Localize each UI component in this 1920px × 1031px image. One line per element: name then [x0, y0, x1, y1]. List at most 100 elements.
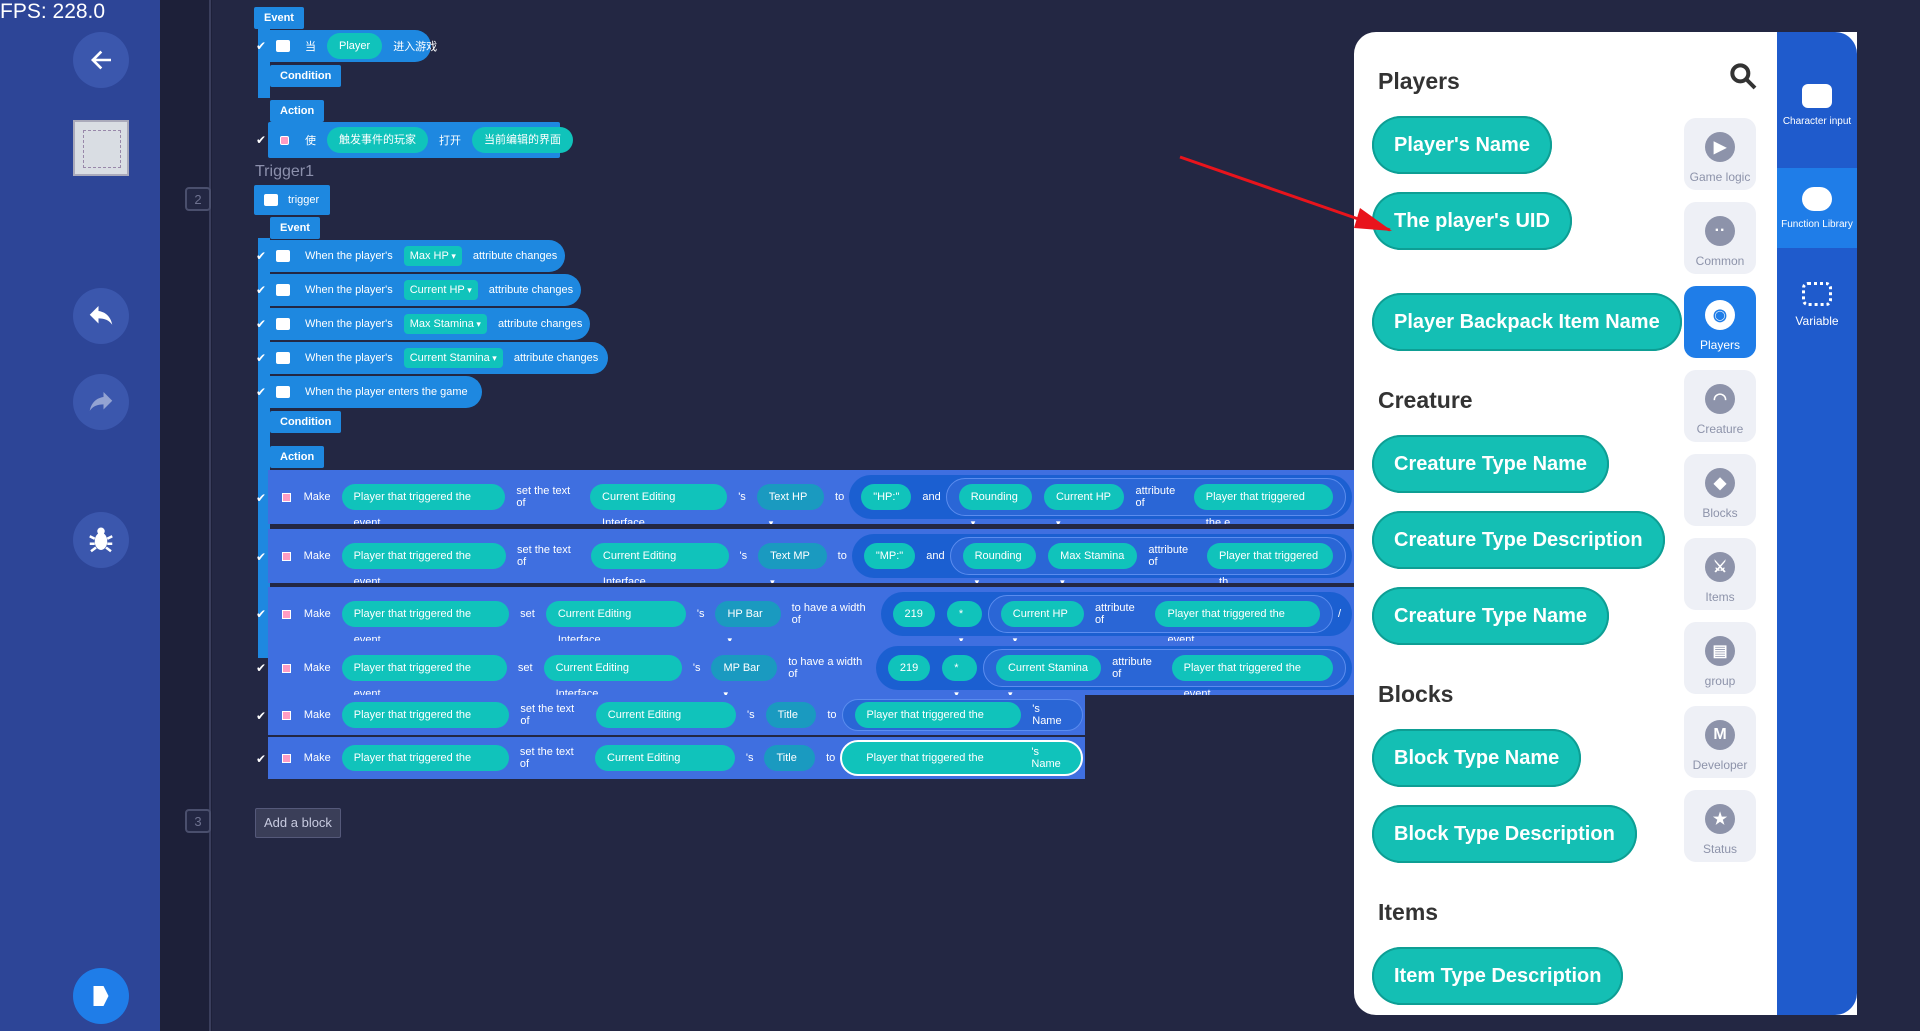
line-gutter: [160, 0, 212, 1031]
category-players[interactable]: ◉Players: [1684, 286, 1756, 358]
event-current-hp[interactable]: When the player's Current HP attribute c…: [268, 274, 581, 306]
bug-icon: [89, 527, 113, 553]
action-set-hp-text[interactable]: Make Player that triggered the event set…: [268, 470, 1354, 524]
ui-icon: [276, 250, 290, 262]
search-icon[interactable]: [1727, 60, 1759, 92]
action-set-hp-bar[interactable]: Make Player that triggered the event set…: [268, 587, 1354, 641]
sword-icon: ⚔: [1705, 552, 1735, 582]
check-icon[interactable]: ✔: [256, 607, 267, 621]
add-block-button[interactable]: Add a block: [255, 808, 341, 838]
event-max-hp[interactable]: When the player's Max HP attribute chang…: [268, 240, 565, 272]
event-enters-game[interactable]: When the player enters the game: [268, 376, 482, 408]
ui-icon: [276, 284, 290, 296]
action-icon: [282, 753, 291, 763]
line-number: 2: [185, 187, 211, 211]
fn-players-uid[interactable]: The player's UID: [1372, 192, 1572, 250]
action-set-mp-bar[interactable]: Make Player that triggered the event set…: [268, 641, 1354, 695]
group-icon: ▤: [1705, 636, 1735, 666]
redo-icon: [89, 392, 113, 411]
section-title-players: Players: [1378, 68, 1460, 94]
fn-players-name[interactable]: Player's Name: [1372, 116, 1552, 174]
check-icon[interactable]: ✔: [256, 283, 267, 297]
section-title-blocks: Blocks: [1378, 681, 1454, 707]
check-icon[interactable]: ✔: [256, 317, 267, 331]
undo-button[interactable]: [73, 288, 129, 344]
action-tag[interactable]: Action: [270, 446, 325, 468]
cube-icon: ◆: [1705, 468, 1735, 498]
run-button[interactable]: [73, 968, 129, 1024]
player-pill[interactable]: Player: [327, 33, 383, 59]
action-icon: [282, 710, 291, 720]
gamepad-icon: [276, 40, 290, 52]
category-group[interactable]: ▤group: [1684, 622, 1756, 694]
fn-creature-type-description[interactable]: Creature Type Description: [1372, 511, 1665, 569]
redo-button[interactable]: [73, 374, 129, 430]
category-game-logic[interactable]: ▶Game logic: [1684, 118, 1756, 190]
arrow-left-icon: [91, 50, 111, 70]
map-thumbnail[interactable]: [73, 120, 129, 176]
undo-icon: [89, 306, 113, 325]
trigger-icon: [264, 194, 278, 206]
action-icon: [280, 135, 289, 145]
dots-icon: ··: [1705, 216, 1735, 246]
fn-creature-type-name-2[interactable]: Creature Type Name: [1372, 587, 1610, 645]
right-rail: Character input Function Library Variabl…: [1777, 32, 1857, 1015]
trigger-block[interactable]: trigger: [254, 185, 330, 215]
fn-player-backpack-item-name[interactable]: Player Backpack Item Name: [1372, 293, 1682, 351]
event-max-stamina[interactable]: When the player's Max Stamina attribute …: [268, 308, 590, 340]
line-number: 3: [185, 809, 211, 833]
check-icon[interactable]: ✔: [256, 133, 267, 147]
check-icon[interactable]: ✔: [256, 351, 267, 365]
left-toolbar: [0, 0, 160, 1031]
rail-character-input[interactable]: Character input: [1777, 84, 1857, 127]
back-button[interactable]: [73, 32, 129, 88]
action-set-title-1[interactable]: Make Player that triggered the event set…: [268, 695, 1085, 735]
check-icon[interactable]: ✔: [256, 550, 267, 564]
category-blocks[interactable]: ◆Blocks: [1684, 454, 1756, 526]
rail-function-library[interactable]: Function Library: [1777, 168, 1857, 248]
run-icon: [93, 986, 109, 1006]
fn-block-type-name[interactable]: Block Type Name: [1372, 729, 1582, 787]
list-icon: [1802, 282, 1832, 306]
ui-icon: [276, 318, 290, 330]
section-title-creature: Creature: [1378, 387, 1473, 413]
action-icon: [282, 492, 291, 502]
debug-button[interactable]: [73, 512, 129, 568]
check-icon[interactable]: ✔: [256, 661, 267, 675]
check-icon[interactable]: ✔: [256, 752, 267, 766]
trigger-title: Trigger1: [255, 163, 314, 180]
enter-game-block[interactable]: 当 Player 进入游戏: [268, 30, 437, 62]
open-ui-block[interactable]: 使 触发事件的玩家 打开 当前编辑的界面: [268, 122, 573, 158]
action-icon: [282, 551, 291, 561]
check-icon[interactable]: ✔: [256, 709, 267, 723]
event-tag[interactable]: Event: [254, 7, 304, 29]
chat-bubble-icon: [1802, 84, 1832, 108]
robot-icon: ◉: [1705, 300, 1735, 330]
fn-item-type-description[interactable]: Item Type Description: [1372, 947, 1624, 1005]
cloud-play-icon: [1802, 186, 1832, 211]
fn-creature-type-name[interactable]: Creature Type Name: [1372, 435, 1610, 493]
fn-block-type-description[interactable]: Block Type Description: [1372, 805, 1637, 863]
event-tag[interactable]: Event: [270, 217, 320, 239]
rail-variable[interactable]: Variable: [1777, 282, 1857, 328]
check-icon[interactable]: ✔: [256, 385, 267, 399]
action-set-mp-text[interactable]: Make Player that triggered the event set…: [268, 529, 1354, 583]
check-icon[interactable]: ✔: [256, 39, 267, 53]
gamepad-icon: ▶: [1705, 132, 1735, 162]
action-set-title-2[interactable]: Make Player that triggered the event set…: [268, 737, 1085, 779]
condition-tag[interactable]: Condition: [270, 65, 342, 87]
condition-tag[interactable]: Condition: [270, 411, 342, 433]
action-tag[interactable]: Action: [270, 100, 325, 122]
check-icon[interactable]: ✔: [256, 491, 267, 505]
action-icon: [282, 609, 291, 619]
category-common[interactable]: ··Common: [1684, 202, 1756, 274]
category-creature[interactable]: ◠Creature: [1684, 370, 1756, 442]
ghost-icon: ◠: [1705, 384, 1735, 414]
check-icon[interactable]: ✔: [256, 249, 267, 263]
action-icon: [282, 663, 291, 673]
category-status[interactable]: ★Status: [1684, 790, 1756, 862]
ui-icon: [276, 352, 290, 364]
category-items[interactable]: ⚔Items: [1684, 538, 1756, 610]
event-current-stamina[interactable]: When the player's Current Stamina attrib…: [268, 342, 608, 374]
